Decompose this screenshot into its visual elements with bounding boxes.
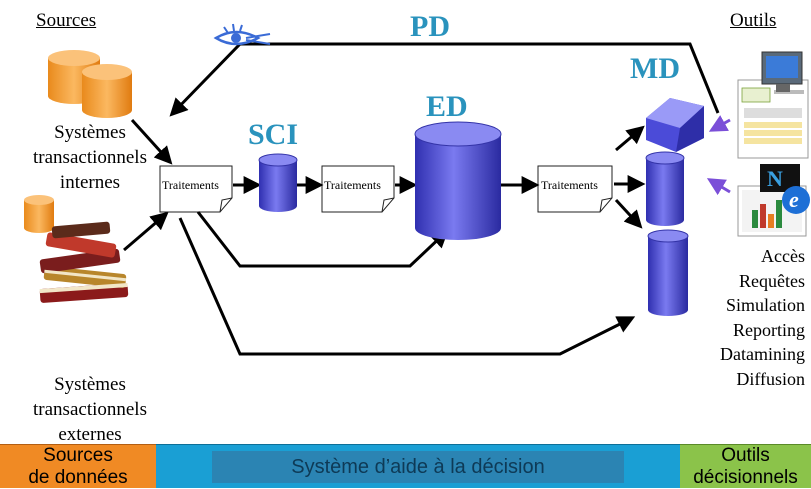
arrow-externes [123,211,169,252]
report-screenshot-icon [737,51,809,159]
traitements-label-2: Traitements [324,178,381,192]
datamart-cylinder [645,151,685,226]
traitements-label-1: Traitements [162,178,219,192]
chart-tools-icon: N e [737,164,810,237]
svg-text:e: e [789,187,799,212]
tool-requetes: Requêtes [739,270,805,291]
ed-label: ED [426,90,468,123]
internal-sources-label: Systèmes transactionnels internes [33,122,147,193]
tool-diffusion: Diffusion [736,368,805,389]
arrow-to-md [615,125,645,152]
md-label: MD [630,52,680,85]
traitements-doc-1 [159,165,233,213]
tool-datamining: Datamining [720,344,805,364]
traitements-doc-3 [537,165,613,213]
internal-source-db-icon [48,50,132,118]
band-sources: Sources de données [0,444,156,488]
ed-cylinder [414,121,502,240]
sources-header: Sources [36,10,97,31]
bypass-arrow-to-lower-cylinder [178,217,636,356]
tool-simulation: Simulation [725,295,805,315]
bypass-arrow-to-ed [196,211,449,268]
band-sad: Système d’aide à la décision [156,444,680,488]
architecture-diagram: N e [24,23,810,356]
traitements-label-3: Traitements [541,178,598,192]
external-source-books-icon [24,195,129,303]
tool-acces: Accès [761,246,805,266]
sci-label: SCI [248,118,299,151]
traitements-doc-2 [321,165,395,213]
tools-arrow-1 [708,115,731,132]
tool-reporting: Reporting [733,319,805,340]
lower-cylinder [647,229,689,316]
arrow-internes [130,118,173,165]
tools-list: Accès Requêtes Simulation Reporting Data… [720,244,805,391]
sci-cylinder [258,153,298,212]
md-cube [646,98,704,152]
pd-feedback-arrow [169,42,720,117]
tools-arrow-2 [706,178,731,196]
external-sources-label: Systèmes transactionnels externes [33,374,147,445]
eye-icon [213,23,271,46]
arrow-to-lower-cylinder [614,198,643,229]
pd-label: PD [410,10,450,43]
band-sad-title: Système d’aide à la décision [212,451,624,483]
svg-text:N: N [767,166,783,191]
band-outils: Outils décisionnels [680,444,811,488]
outils-header: Outils [730,10,777,31]
